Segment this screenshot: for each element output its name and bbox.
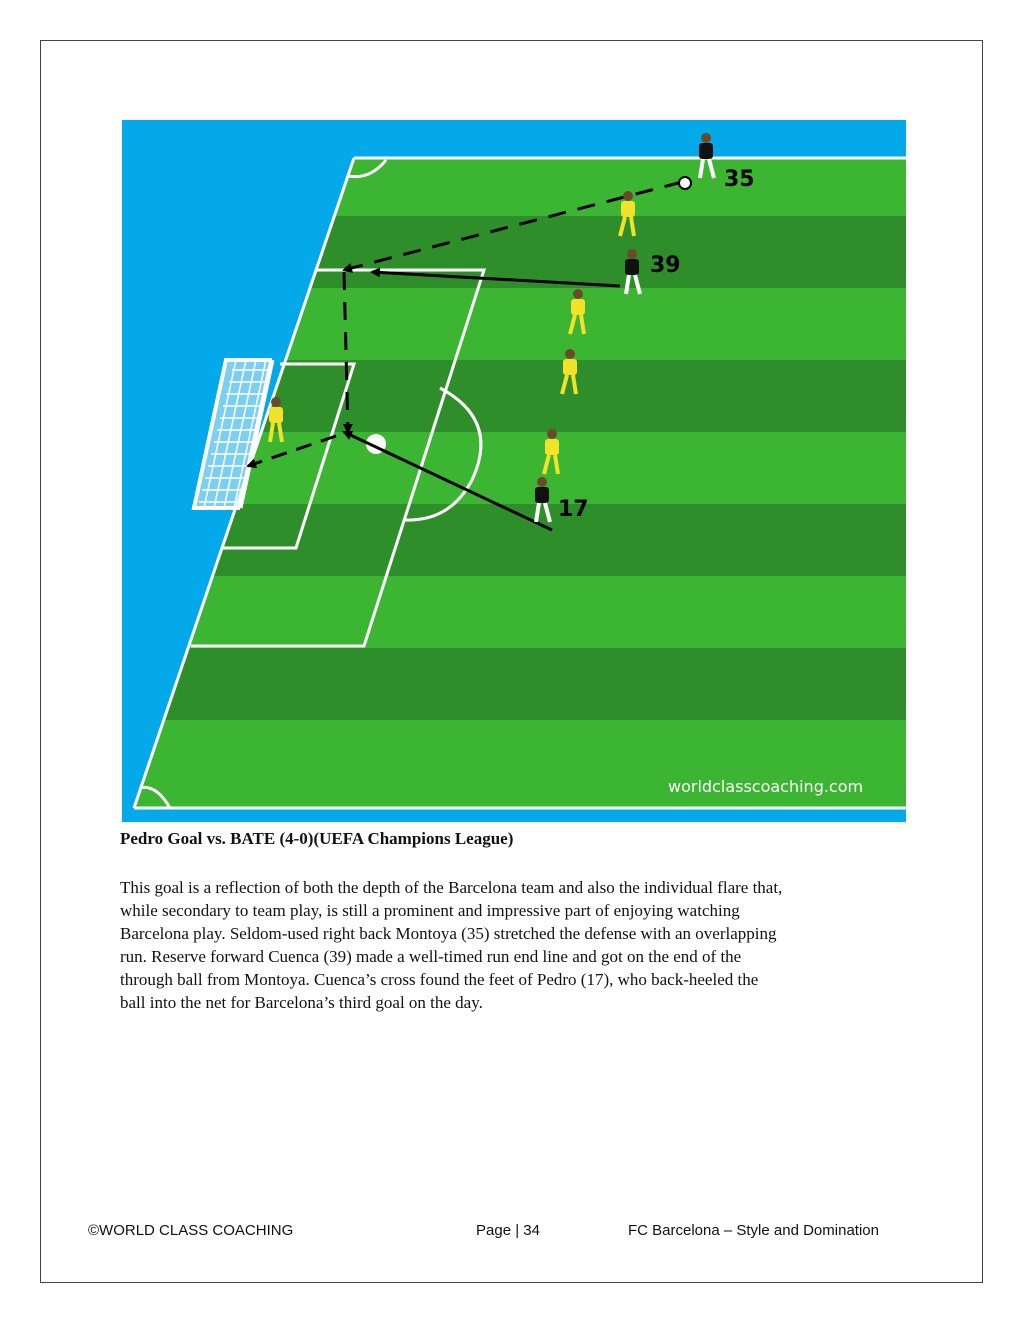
- ball: [678, 176, 692, 190]
- cuenca-run-path: [370, 267, 621, 288]
- goal-net: [191, 358, 275, 510]
- cross-path: [342, 271, 353, 434]
- player-number-35: 35: [724, 167, 755, 192]
- player-17: [534, 477, 552, 523]
- player-39: [624, 249, 642, 295]
- footer-page-number: Page | 34: [476, 1222, 540, 1239]
- yellow-players: [268, 191, 636, 475]
- caption-title: Pedro Goal vs. BATE (4-0)(UEFA Champions…: [120, 829, 514, 848]
- footer-left: ©WORLD CLASS COACHING: [88, 1222, 294, 1239]
- yellow-player: [618, 191, 636, 237]
- player-number-17: 17: [558, 497, 589, 522]
- dark-players: [534, 133, 716, 523]
- backheel-path: [246, 434, 337, 469]
- yellow-player: [560, 349, 578, 395]
- goalkeeper: [268, 397, 284, 443]
- page-border: [40, 40, 983, 1283]
- yellow-player: [542, 429, 560, 475]
- caption-body: This goal is a reflection of both the de…: [120, 878, 783, 1012]
- pedro-run-path: [342, 430, 553, 532]
- yellow-player: [568, 289, 586, 335]
- watermark: worldclasscoaching.com: [668, 777, 863, 796]
- player-number-39: 39: [650, 253, 681, 278]
- tactics-diagram: 35 39 17 worldclasscoaching.com: [122, 120, 906, 822]
- footer-book-title: FC Barcelona – Style and Domination: [628, 1222, 879, 1239]
- movement-lines: [246, 180, 683, 532]
- player-35: [698, 133, 716, 179]
